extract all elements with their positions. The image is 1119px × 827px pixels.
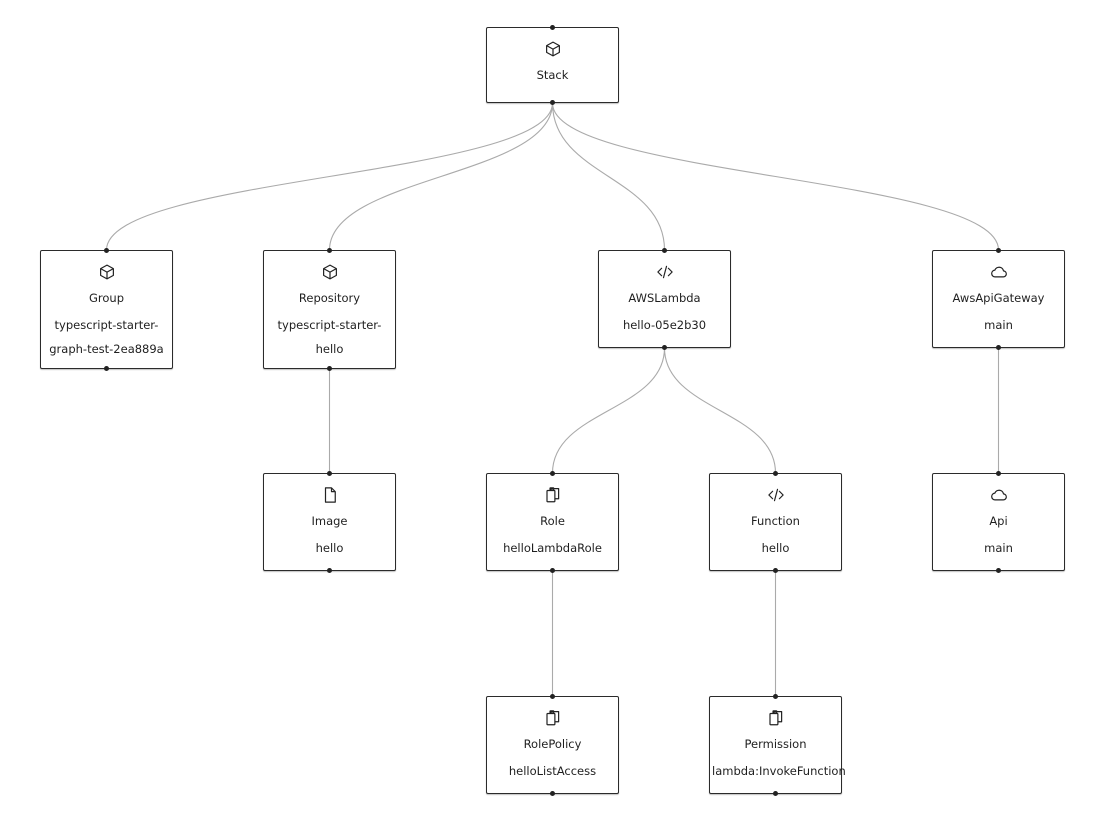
- input-port[interactable]: [327, 471, 332, 476]
- node-role[interactable]: Role helloLambdaRole: [486, 471, 619, 573]
- node-name-label: main: [984, 541, 1013, 555]
- input-port[interactable]: [996, 471, 1001, 476]
- node-name-label: helloLambdaRole: [503, 541, 602, 555]
- node-group[interactable]: Group typescript-starter-graph-test-2ea88…: [40, 248, 173, 371]
- node-stack[interactable]: Stack: [486, 25, 619, 105]
- node-type-label: Image: [311, 514, 348, 528]
- node-type-label: Permission: [744, 737, 807, 751]
- node-function[interactable]: Function hello: [709, 471, 842, 573]
- edge-stack-awslambda: [551, 102, 666, 251]
- cube-icon: [487, 40, 618, 58]
- input-port[interactable]: [773, 694, 778, 699]
- output-port[interactable]: [550, 791, 555, 796]
- node-type-label: AwsApiGateway: [952, 291, 1045, 305]
- node-type-label: Group: [88, 291, 124, 305]
- node-type-label: Repository: [298, 291, 361, 305]
- node-type-label: AWSLambda: [628, 291, 701, 305]
- node-name-label: hello-05e2b30: [622, 318, 707, 332]
- edge-stack-group: [105, 102, 554, 251]
- output-port[interactable]: [327, 568, 332, 573]
- clipboard-icon: [487, 486, 618, 504]
- node-type-label: Stack: [536, 68, 569, 82]
- output-port[interactable]: [327, 366, 332, 371]
- output-port[interactable]: [996, 568, 1001, 573]
- output-port[interactable]: [550, 100, 555, 105]
- node-name-label: typescript-starter-hello: [277, 318, 382, 356]
- output-port[interactable]: [773, 568, 778, 573]
- node-name-label: hello: [761, 541, 790, 555]
- node-type-label: Function: [751, 514, 800, 528]
- node-type-label: Role: [540, 514, 565, 528]
- output-port[interactable]: [773, 791, 778, 796]
- cube-icon: [264, 263, 395, 281]
- node-name-label: helloListAccess: [508, 764, 597, 778]
- input-port[interactable]: [550, 694, 555, 699]
- code-icon: [710, 486, 841, 504]
- input-port[interactable]: [327, 248, 332, 253]
- input-port[interactable]: [104, 248, 109, 253]
- output-port[interactable]: [550, 568, 555, 573]
- input-port[interactable]: [550, 25, 555, 30]
- node-permission[interactable]: Permission lambda:InvokeFunction: [709, 694, 846, 796]
- node-name-label: lambda:InvokeFunction: [712, 764, 846, 778]
- output-port[interactable]: [996, 345, 1001, 350]
- node-rolepolicy[interactable]: RolePolicy helloListAccess: [486, 694, 619, 796]
- node-image[interactable]: Image hello: [263, 471, 396, 573]
- edge-awslambda-role: [551, 347, 666, 474]
- clipboard-icon: [710, 709, 841, 727]
- clipboard-icon: [487, 709, 618, 727]
- input-port[interactable]: [773, 471, 778, 476]
- node-awsapigateway[interactable]: AwsApiGateway main: [932, 248, 1065, 350]
- output-port[interactable]: [662, 345, 667, 350]
- node-name-label: main: [984, 318, 1013, 332]
- edge-awslambda-function: [663, 347, 777, 474]
- input-port[interactable]: [550, 471, 555, 476]
- node-awslambda[interactable]: AWSLambda hello-05e2b30: [598, 248, 731, 350]
- node-repository[interactable]: Repository typescript-starter-hello: [263, 248, 396, 371]
- edge-stack-awsapigateway: [551, 102, 1000, 251]
- code-icon: [599, 263, 730, 281]
- node-type-label: RolePolicy: [523, 737, 582, 751]
- input-port[interactable]: [662, 248, 667, 253]
- cloud-icon: [933, 263, 1064, 281]
- output-port[interactable]: [104, 366, 109, 371]
- file-icon: [264, 486, 395, 504]
- cloud-icon: [933, 486, 1064, 504]
- node-name-label: hello: [315, 541, 344, 555]
- input-port[interactable]: [996, 248, 1001, 253]
- node-name-label: typescript-starter-graph-test-2ea889a: [49, 318, 164, 356]
- cube-icon: [41, 263, 172, 281]
- edge-stack-repository: [328, 102, 554, 251]
- node-api[interactable]: Api main: [932, 471, 1065, 573]
- node-type-label: Api: [989, 514, 1008, 528]
